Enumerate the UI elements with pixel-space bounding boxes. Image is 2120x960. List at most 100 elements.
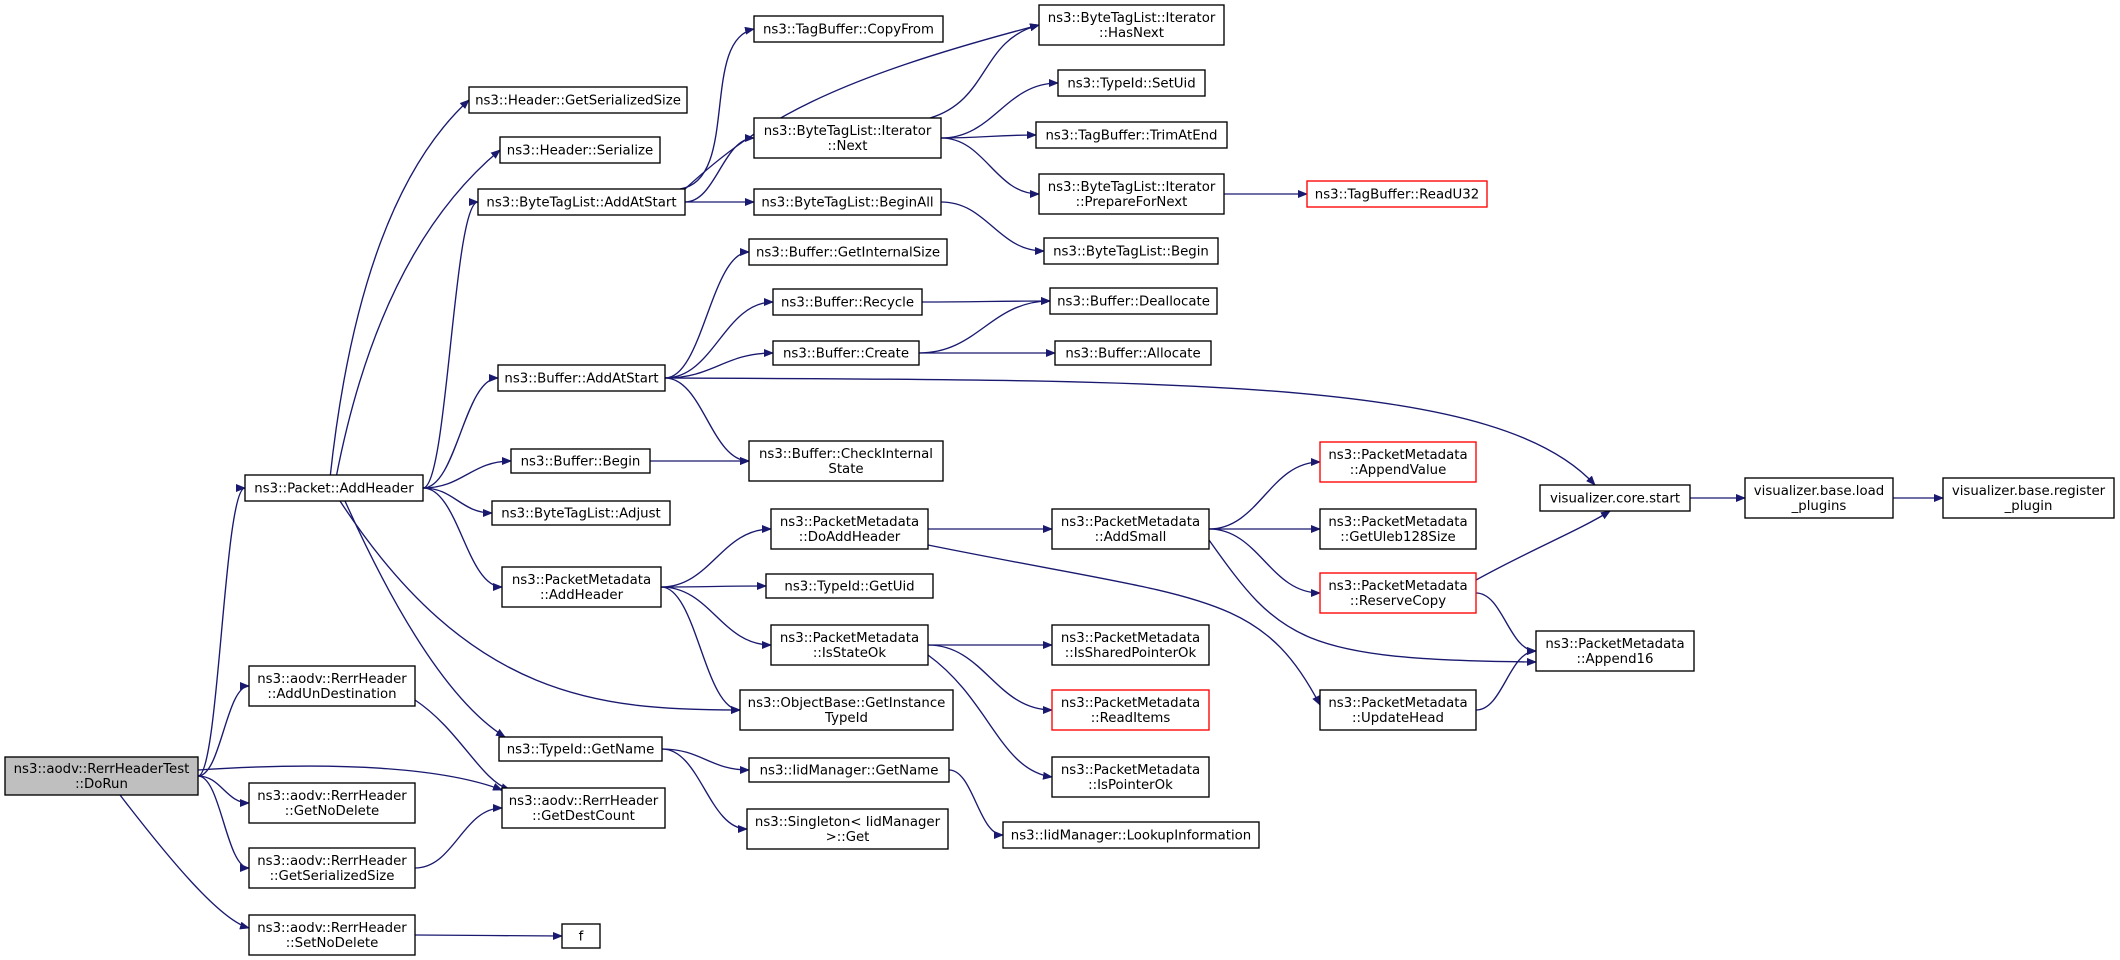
node-bytetaglist-beginall[interactable]: ns3::ByteTagList::BeginAll: [753, 188, 942, 216]
node-bytetaglist-adjust[interactable]: ns3::ByteTagList::Adjust: [491, 500, 671, 526]
edge-line: [344, 500, 506, 738]
node-box: [1038, 4, 1225, 46]
node-buffer-getinternalsize[interactable]: ns3::Buffer::GetInternalSize: [748, 238, 948, 266]
node-tagbuffer-trimatend[interactable]: ns3::TagBuffer::TrimAtEnd: [1035, 121, 1228, 149]
node-box: [1319, 441, 1477, 483]
node-label: ::GetUleb128Size: [1340, 530, 1455, 545]
node-label: ns3::TypeId::GetUid: [784, 580, 914, 595]
node-tagbuffer-readu32[interactable]: ns3::TagBuffer::ReadU32: [1306, 180, 1488, 208]
node-buffer-allocate[interactable]: ns3::Buffer::Allocate: [1054, 340, 1212, 366]
node-pm-issharedpointerok[interactable]: ns3::PacketMetadata::IsSharedPointerOk: [1051, 624, 1210, 666]
edge-packet_addheader-to-header_getserializedsize: [329, 99, 470, 479]
node-header-getserializedsize[interactable]: ns3::Header::GetSerializedSize: [468, 86, 688, 114]
node-label: ns3::ByteTagList::Begin: [1053, 245, 1209, 260]
node-box: [248, 665, 416, 707]
node-pm-appendvalue[interactable]: ns3::PacketMetadata::AppendValue: [1319, 441, 1477, 483]
node-pm-ispointerok[interactable]: ns3::PacketMetadata::IsPointerOk: [1051, 756, 1210, 798]
node-box: [770, 508, 929, 550]
edge-rerr_test_dorun-to-packet_addheader: [197, 484, 246, 777]
node-label: ::UpdateHead: [1352, 711, 1444, 726]
node-buffer-begin[interactable]: ns3::Buffer::Begin: [510, 448, 651, 474]
node-rerr-getserializedsize[interactable]: ns3::aodv::RerrHeader::GetSerializedSize: [248, 847, 416, 889]
node-box: [4, 756, 199, 796]
node-box: [1038, 173, 1225, 215]
node-pm-getuleb128size[interactable]: ns3::PacketMetadata::GetUleb128Size: [1319, 508, 1477, 550]
edge-line: [660, 586, 741, 714]
edge-packet_addheader-to-buffer_addatstart: [422, 374, 499, 489]
node-label: ns3::TypeId::SetUid: [1067, 77, 1195, 92]
node-visualizer-core-start[interactable]: visualizer.core.start: [1539, 484, 1691, 512]
node-rerr-addundestination[interactable]: ns3::aodv::RerrHeader::AddUnDestination: [248, 665, 416, 707]
edge-line: [927, 544, 1321, 706]
edge-line: [664, 377, 1596, 486]
node-pm-reservecopy[interactable]: ns3::PacketMetadata::ReserveCopy: [1319, 572, 1477, 614]
node-rerr-getnodelete[interactable]: ns3::aodv::RerrHeader::GetNoDelete: [248, 782, 416, 824]
node-buffer-addatstart[interactable]: ns3::Buffer::AddAtStart: [497, 364, 666, 392]
node-singleton-get[interactable]: ns3::Singleton< IidManager>::Get: [746, 808, 949, 850]
node-label: ns3::aodv::RerrHeader: [509, 794, 659, 809]
node-typeid-getuid[interactable]: ns3::TypeId::GetUid: [765, 573, 934, 599]
node-buffer-create[interactable]: ns3::Buffer::Create: [772, 340, 920, 366]
node-label: ns3::ObjectBase::GetInstance: [748, 696, 946, 711]
node-label: ns3::PacketMetadata: [512, 573, 651, 588]
edge-line: [422, 487, 493, 517]
edge-pm_isstateok-to-pm_readitems: [927, 644, 1053, 714]
edge-line: [414, 804, 503, 869]
node-box: [501, 787, 666, 829]
edge-rerr_test_dorun-to-rerr_setnodelete: [119, 794, 250, 930]
node-box: [748, 440, 944, 482]
node-pm-addheader[interactable]: ns3::PacketMetadata::AddHeader: [501, 566, 662, 608]
node-btl-iterator-hasnext[interactable]: ns3::ByteTagList::Iterator::HasNext: [1038, 4, 1225, 46]
node-rerr-setnodelete[interactable]: ns3::aodv::RerrHeader::SetNoDelete: [248, 914, 416, 956]
node-pm-addsmall[interactable]: ns3::PacketMetadata::AddSmall: [1051, 508, 1210, 550]
edge-line: [197, 682, 250, 777]
node-pm-readitems[interactable]: ns3::PacketMetadata::ReadItems: [1051, 689, 1210, 731]
node-label: ::AddUnDestination: [267, 687, 396, 702]
node-box: [1535, 630, 1695, 672]
node-buffer-deallocate[interactable]: ns3::Buffer::Deallocate: [1049, 287, 1218, 315]
edge-line: [1475, 510, 1611, 581]
node-label: f: [579, 930, 584, 945]
node-label: ns3::Buffer::Allocate: [1065, 347, 1200, 362]
node-visualizer-base-register-plugin[interactable]: visualizer.base.register_plugin: [1942, 477, 2115, 519]
node-rerr-getdestcount[interactable]: ns3::aodv::RerrHeader::GetDestCount: [501, 787, 666, 829]
edge-line: [1208, 528, 1321, 597]
edge-line: [329, 99, 470, 479]
node-pm-updatehead[interactable]: ns3::PacketMetadata::UpdateHead: [1319, 689, 1477, 731]
node-pm-doaddheader[interactable]: ns3::PacketMetadata::DoAddHeader: [770, 508, 929, 550]
edge-pm_addsmall-to-pm_append16: [1208, 539, 1537, 666]
node-typeid-getname[interactable]: ns3::TypeId::GetName: [498, 736, 663, 762]
edge-line: [422, 198, 479, 489]
node-pm-append16[interactable]: ns3::PacketMetadata::Append16: [1535, 630, 1695, 672]
node-btl-iterator-preparefornext[interactable]: ns3::ByteTagList::Iterator::PrepareForNe…: [1038, 173, 1225, 215]
node-bytetaglist-addatstart[interactable]: ns3::ByteTagList::AddAtStart: [477, 188, 686, 216]
node-typeid-setuid[interactable]: ns3::TypeId::SetUid: [1057, 69, 1206, 97]
edge-buffer_recycle-to-buffer_deallocate: [921, 297, 1051, 306]
edge-pm_updatehead-to-pm_append16: [1475, 647, 1537, 711]
node-box: [1306, 180, 1488, 208]
edge-line: [679, 26, 755, 190]
node-visualizer-base-load-plugins[interactable]: visualizer.base.load_plugins: [1744, 477, 1894, 519]
edge-line: [661, 748, 748, 833]
node-label: visualizer.core.start: [1550, 492, 1680, 507]
node-iidmanager-getname[interactable]: ns3::IidManager::GetName: [748, 757, 950, 783]
node-iidmanager-lookupinformation[interactable]: ns3::IidManager::LookupInformation: [1002, 821, 1260, 849]
node-buffer-recycle[interactable]: ns3::Buffer::Recycle: [772, 288, 923, 316]
edge-line: [119, 794, 250, 930]
node-box: [501, 566, 662, 608]
node-rerr-test-dorun[interactable]: ns3::aodv::RerrHeaderTest::DoRun: [4, 756, 199, 796]
node-box: [772, 288, 923, 316]
node-packet-addheader[interactable]: ns3::Packet::AddHeader: [244, 474, 424, 502]
node-label: ::IsSharedPointerOk: [1065, 646, 1197, 661]
edge-packet_addheader-to-bytetaglist_adjust: [422, 487, 493, 517]
node-pm-isstateok[interactable]: ns3::PacketMetadata::IsStateOk: [770, 624, 929, 666]
node-f[interactable]: f: [561, 923, 601, 949]
node-tagbuffer-copyfrom[interactable]: ns3::TagBuffer::CopyFrom: [753, 15, 944, 43]
node-bytetaglist-begin[interactable]: ns3::ByteTagList::Begin: [1043, 237, 1219, 265]
node-label: ns3::aodv::RerrHeader: [257, 921, 407, 936]
node-btl-iterator-next[interactable]: ns3::ByteTagList::Iterator::Next: [753, 117, 942, 159]
node-label: _plugin: [2004, 499, 2053, 514]
node-header-serialize[interactable]: ns3::Header::Serialize: [499, 136, 661, 164]
